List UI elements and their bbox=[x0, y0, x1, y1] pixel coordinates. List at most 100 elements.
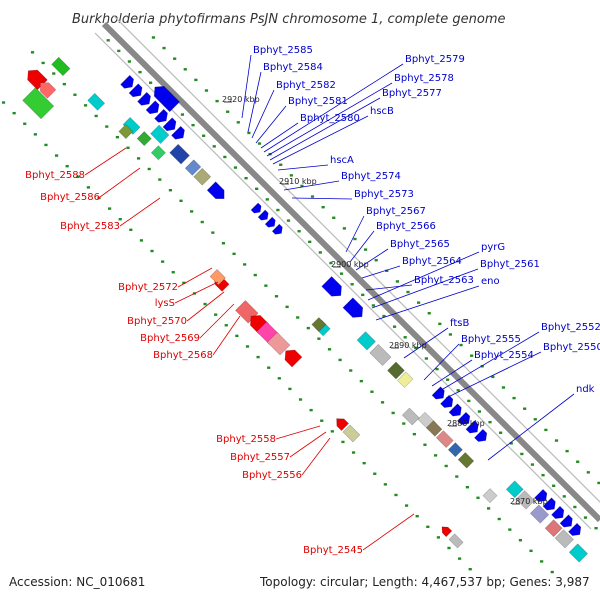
gene-label[interactable]: Bphyt_2554 bbox=[474, 350, 534, 361]
label-leader-line bbox=[186, 291, 225, 322]
forward-gene-arrow bbox=[271, 223, 283, 235]
gc-mark bbox=[458, 557, 462, 560]
gene-label[interactable]: Bphyt_2583 bbox=[60, 221, 120, 232]
gene-label[interactable]: Bphyt_2568 bbox=[153, 350, 213, 361]
label-leader-line bbox=[275, 425, 321, 440]
gc-mark bbox=[383, 483, 387, 486]
gene-label[interactable]: Bphyt_2563 bbox=[414, 275, 474, 286]
gc-mark bbox=[433, 454, 438, 457]
gc-mark bbox=[468, 568, 472, 571]
gene-label[interactable]: Bphyt_2582 bbox=[276, 80, 336, 91]
gene-label[interactable]: Bphyt_2566 bbox=[376, 221, 436, 232]
forward-gene-arrow bbox=[465, 420, 479, 434]
backbone-edge bbox=[94, 32, 592, 530]
gc-mark bbox=[226, 110, 230, 113]
gene-label[interactable]: Bphyt_2555 bbox=[461, 334, 521, 345]
gc-mark bbox=[402, 422, 406, 425]
gc-mark bbox=[374, 259, 378, 262]
gene-label[interactable]: Bphyt_2565 bbox=[390, 239, 450, 250]
feature-box bbox=[482, 488, 498, 504]
gc-mark bbox=[508, 528, 512, 531]
gc-mark bbox=[552, 484, 556, 487]
gc-mark bbox=[214, 313, 218, 316]
feature-box bbox=[169, 143, 190, 165]
gc-mark bbox=[288, 387, 292, 391]
gene-label[interactable]: Bphyt_2577 bbox=[382, 88, 442, 99]
map-title: Burkholderia phytofirmans PsJN chromosom… bbox=[72, 12, 506, 27]
gc-mark bbox=[359, 379, 363, 383]
gc-mark bbox=[465, 485, 469, 489]
gene-label[interactable]: Bphyt_2572 bbox=[118, 282, 178, 293]
forward-gene-arrow bbox=[257, 209, 269, 221]
gc-mark bbox=[395, 280, 399, 283]
gene-label[interactable]: eno bbox=[481, 276, 500, 287]
gene-label[interactable]: Bphyt_2578 bbox=[394, 73, 454, 84]
gc-mark bbox=[147, 167, 151, 171]
label-leader-line bbox=[375, 285, 480, 321]
forward-gene-arrow bbox=[145, 100, 160, 115]
scale-tick-label: 2900 kbp bbox=[331, 260, 369, 269]
gene-label[interactable]: Bphyt_2581 bbox=[288, 96, 348, 107]
label-leader-line bbox=[99, 167, 141, 198]
gc-mark bbox=[44, 143, 48, 147]
reverse-gene-arrow bbox=[153, 85, 181, 113]
gene-label[interactable]: ndk bbox=[576, 384, 595, 395]
label-leader-line bbox=[437, 331, 540, 393]
gene-label[interactable]: Bphyt_2564 bbox=[402, 256, 462, 267]
gene-label[interactable]: pyrG bbox=[481, 242, 505, 253]
gc-mark bbox=[173, 57, 177, 60]
gene-label[interactable]: Bphyt_2580 bbox=[300, 113, 360, 124]
forward-gene-arrow bbox=[551, 505, 565, 519]
label-leader-line bbox=[212, 315, 241, 356]
label-leader-line bbox=[247, 71, 262, 133]
gene-label[interactable]: ftsB bbox=[450, 318, 469, 329]
gene-label[interactable]: Bphyt_2588 bbox=[25, 170, 85, 181]
gc-mark bbox=[417, 301, 421, 304]
gc-mark bbox=[233, 166, 238, 169]
gc-mark bbox=[62, 82, 66, 86]
gene-label[interactable]: Bphyt_2550 bbox=[543, 342, 600, 353]
gene-label[interactable]: hscB bbox=[370, 106, 394, 117]
gc-mark bbox=[308, 240, 312, 244]
gene-label[interactable]: Bphyt_2561 bbox=[480, 259, 540, 270]
gene-label[interactable]: Bphyt_2567 bbox=[366, 206, 426, 217]
label-leader-line bbox=[260, 122, 299, 149]
gc-mark bbox=[423, 443, 427, 446]
gene-label[interactable]: Bphyt_2545 bbox=[303, 545, 363, 556]
gc-mark bbox=[467, 399, 471, 403]
gene-label[interactable]: Bphyt_2585 bbox=[253, 45, 313, 56]
gene-label[interactable]: Bphyt_2574 bbox=[341, 171, 401, 182]
feature-box bbox=[122, 116, 141, 135]
gene-label[interactable]: Bphyt_2556 bbox=[242, 470, 302, 481]
gc-mark bbox=[149, 81, 153, 84]
gene-label[interactable]: Bphyt_2552 bbox=[541, 322, 600, 333]
gc-mark bbox=[73, 93, 77, 96]
gene-label[interactable]: Bphyt_2586 bbox=[40, 192, 100, 203]
feature-box bbox=[396, 371, 414, 388]
label-leader-line bbox=[119, 197, 161, 227]
gene-label[interactable]: Bphyt_2579 bbox=[405, 54, 465, 65]
gc-mark bbox=[253, 273, 257, 277]
feature-box bbox=[193, 167, 212, 186]
gene-label[interactable]: Bphyt_2570 bbox=[127, 316, 187, 327]
gc-mark bbox=[414, 346, 418, 350]
gc-mark bbox=[562, 495, 566, 498]
gc-mark bbox=[310, 195, 315, 198]
gene-label[interactable]: Bphyt_2584 bbox=[263, 62, 323, 73]
gene-label[interactable]: Bphyt_2569 bbox=[140, 333, 200, 344]
forward-gene-arrow bbox=[321, 276, 342, 297]
gc-mark bbox=[12, 111, 16, 115]
gene-label[interactable]: Bphyt_2557 bbox=[230, 452, 290, 463]
gc-mark bbox=[404, 504, 409, 507]
forward-gene-arrow bbox=[568, 522, 582, 536]
gene-label[interactable]: lysS bbox=[155, 298, 175, 309]
gene-label[interactable]: Bphyt_2558 bbox=[216, 434, 276, 445]
gene-label[interactable]: hscA bbox=[330, 155, 354, 166]
forward-gene-arrow bbox=[128, 83, 143, 98]
scale-tick-label: 2890 kbp bbox=[389, 341, 427, 350]
gc-mark bbox=[497, 517, 501, 521]
gc-mark bbox=[191, 123, 195, 127]
forward-gene-arrow bbox=[542, 497, 556, 511]
gene-label[interactable]: Bphyt_2573 bbox=[354, 189, 414, 200]
gc-mark bbox=[221, 242, 226, 245]
